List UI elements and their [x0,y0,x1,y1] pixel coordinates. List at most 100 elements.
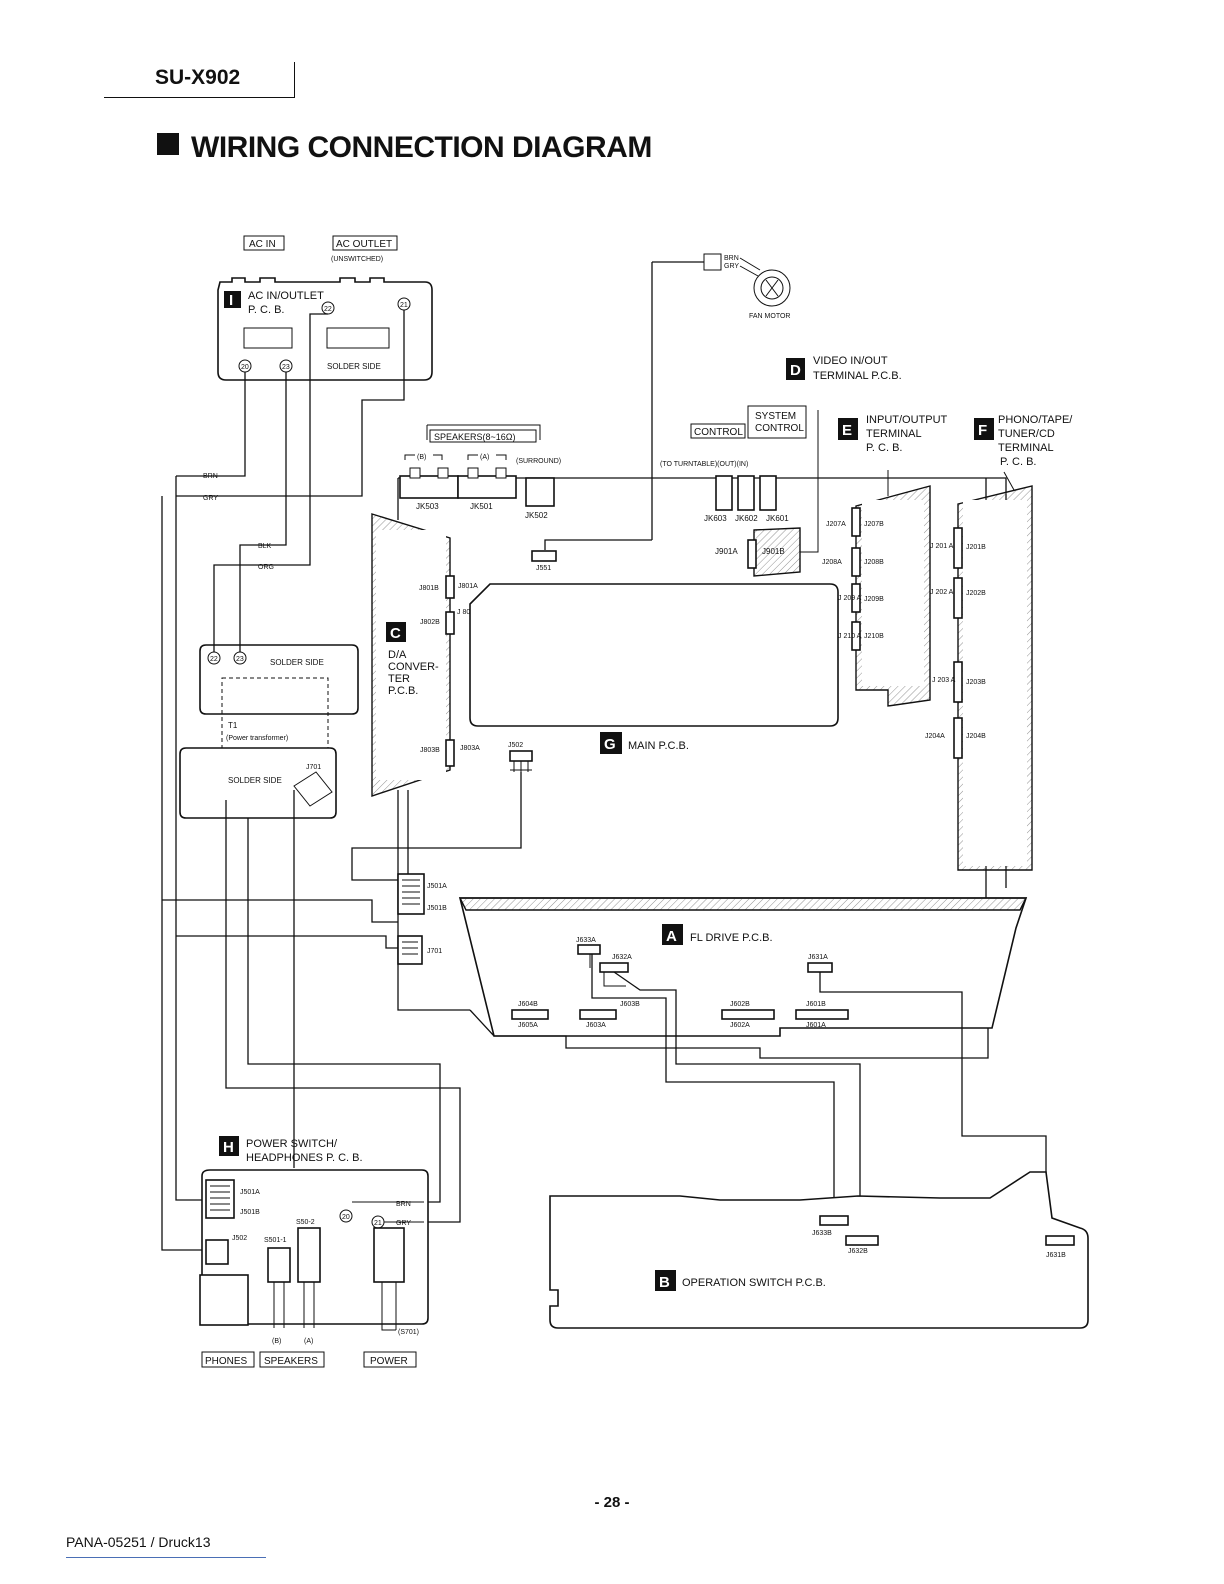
board-c-badge [386,622,406,642]
svg-text:J501B: J501B [240,1209,260,1216]
svg-text:ORG: ORG [258,564,274,571]
svg-text:J551: J551 [536,565,551,572]
board-i-title-1: AC IN/OUTLET [248,290,324,302]
board-i-badge [224,291,241,308]
board-i-socket-left [243,327,293,349]
power-label-box [363,1351,417,1368]
board-i-letter: I [229,292,233,309]
system-control-box [747,405,807,439]
transformer-top [199,644,359,715]
svg-text:20: 20 [241,364,249,371]
svg-text:(B): (B) [272,1338,281,1345]
svg-text:(A): (A) [480,454,489,461]
page-number: - 28 - [594,1494,630,1511]
svg-text:CONTROL: CONTROL [694,427,743,438]
board-h-title-2: HEADPHONES P. C. B. [246,1152,363,1164]
phones-label-box [201,1351,255,1368]
fan-motor-label: FAN MOTOR [749,313,790,320]
svg-text:J633B: J633B [812,1230,832,1237]
speakers-range-label: SPEAKERS(8~16Ω) [434,432,516,442]
solder-side-i: SOLDER SIDE [327,362,381,371]
board-f-title-4: P. C. B. [1000,456,1036,468]
svg-text:J501A: J501A [240,1189,260,1196]
board-b-title: OPERATION SWITCH P.C.B. [682,1277,826,1289]
svg-text:S50-2: S50-2 [296,1219,315,1226]
svg-text:22: 22 [210,656,218,663]
svg-text:J604B: J604B [518,1001,538,1008]
svg-text:J602A: J602A [730,1022,750,1029]
svg-text:CONVER-: CONVER- [388,661,439,673]
svg-text:J601B: J601B [806,1001,826,1008]
svg-text:S501-1: S501-1 [264,1237,287,1244]
svg-text:J204B: J204B [966,733,986,740]
svg-text:H: H [223,1139,234,1156]
board-a-title: FL DRIVE P.C.B. [690,932,773,944]
svg-text:J601A: J601A [806,1022,826,1029]
phones-jack [199,1274,249,1326]
svg-text:J901B: J901B [762,547,785,556]
svg-text:J501A: J501A [427,883,447,890]
svg-text:T1: T1 [228,721,238,730]
svg-text:J633A: J633A [576,937,596,944]
svg-text:B: B [659,1274,670,1291]
board-d-title-2: TERMINAL P.C.B. [813,370,902,382]
control-box [690,423,746,439]
svg-text:JK602: JK602 [735,514,758,523]
speakers-label: SPEAKERS [264,1356,318,1367]
svg-text:J631A: J631A [808,954,828,961]
svg-text:JK601: JK601 [766,514,789,523]
speakers-range-box [429,429,537,443]
jk603-jack [715,475,733,511]
svg-text:J605A: J605A [518,1022,538,1029]
board-f-title-2: TUNER/CD [998,428,1055,440]
svg-text:J632B: J632B [848,1248,868,1255]
page-title-text: WIRING CONNECTION DIAGRAM [191,131,652,164]
footer-code: PANA-05251 / Druck13 [66,1534,211,1550]
svg-text:J 209 A: J 209 A [838,595,862,602]
svg-text:BLK: BLK [258,543,272,550]
jk602-jack [737,475,755,511]
board-g-badge [600,732,622,754]
svg-text:21: 21 [400,302,408,309]
jk601-jack [759,475,777,511]
ac-outlet-box [332,235,398,251]
svg-text:JK603: JK603 [704,514,727,523]
svg-text:J701: J701 [427,948,442,955]
power-switch [373,1227,405,1283]
svg-text:J201B: J201B [966,544,986,551]
svg-text:SOLDER SIDE: SOLDER SIDE [270,658,324,667]
svg-text:JK502: JK502 [525,511,548,520]
ac-in-box [243,235,285,251]
svg-text:J801B: J801B [419,585,439,592]
svg-text:J210B: J210B [864,633,884,640]
transformer-bottom [179,747,337,819]
board-e-badge [838,418,858,440]
svg-text:JK501: JK501 [470,502,493,511]
board-a-badge [662,924,683,945]
header-rule [104,97,294,98]
svg-text:J 203 A: J 203 A [932,677,956,684]
board-d-badge [786,358,805,380]
svg-text:G: G [604,736,616,753]
title-bullet-icon [157,133,179,155]
svg-text:F: F [978,422,987,439]
svg-text:P.C.B.: P.C.B. [388,685,418,697]
jk503-jack [399,475,459,499]
svg-text:J701: J701 [306,764,321,771]
svg-text:J204A: J204A [925,733,945,740]
board-b-outline [549,1171,1089,1329]
board-i-outline [217,277,433,381]
svg-text:BRN: BRN [396,1201,411,1208]
phones-label: PHONES [205,1356,248,1367]
svg-text:J502: J502 [232,1235,247,1242]
board-h-title-1: POWER SWITCH/ [246,1138,338,1150]
svg-text:J208A: J208A [822,559,842,566]
svg-text:SYSTEM: SYSTEM [755,411,796,422]
svg-text:SOLDER SIDE: SOLDER SIDE [228,776,282,785]
svg-text:J502: J502 [508,742,523,749]
board-i-title-2: P. C. B. [248,304,284,316]
svg-text:J 210 A: J 210 A [838,633,862,640]
svg-text:J801A: J801A [458,583,478,590]
page-title: WIRING CONNECTION DIAGRAM [157,131,652,165]
